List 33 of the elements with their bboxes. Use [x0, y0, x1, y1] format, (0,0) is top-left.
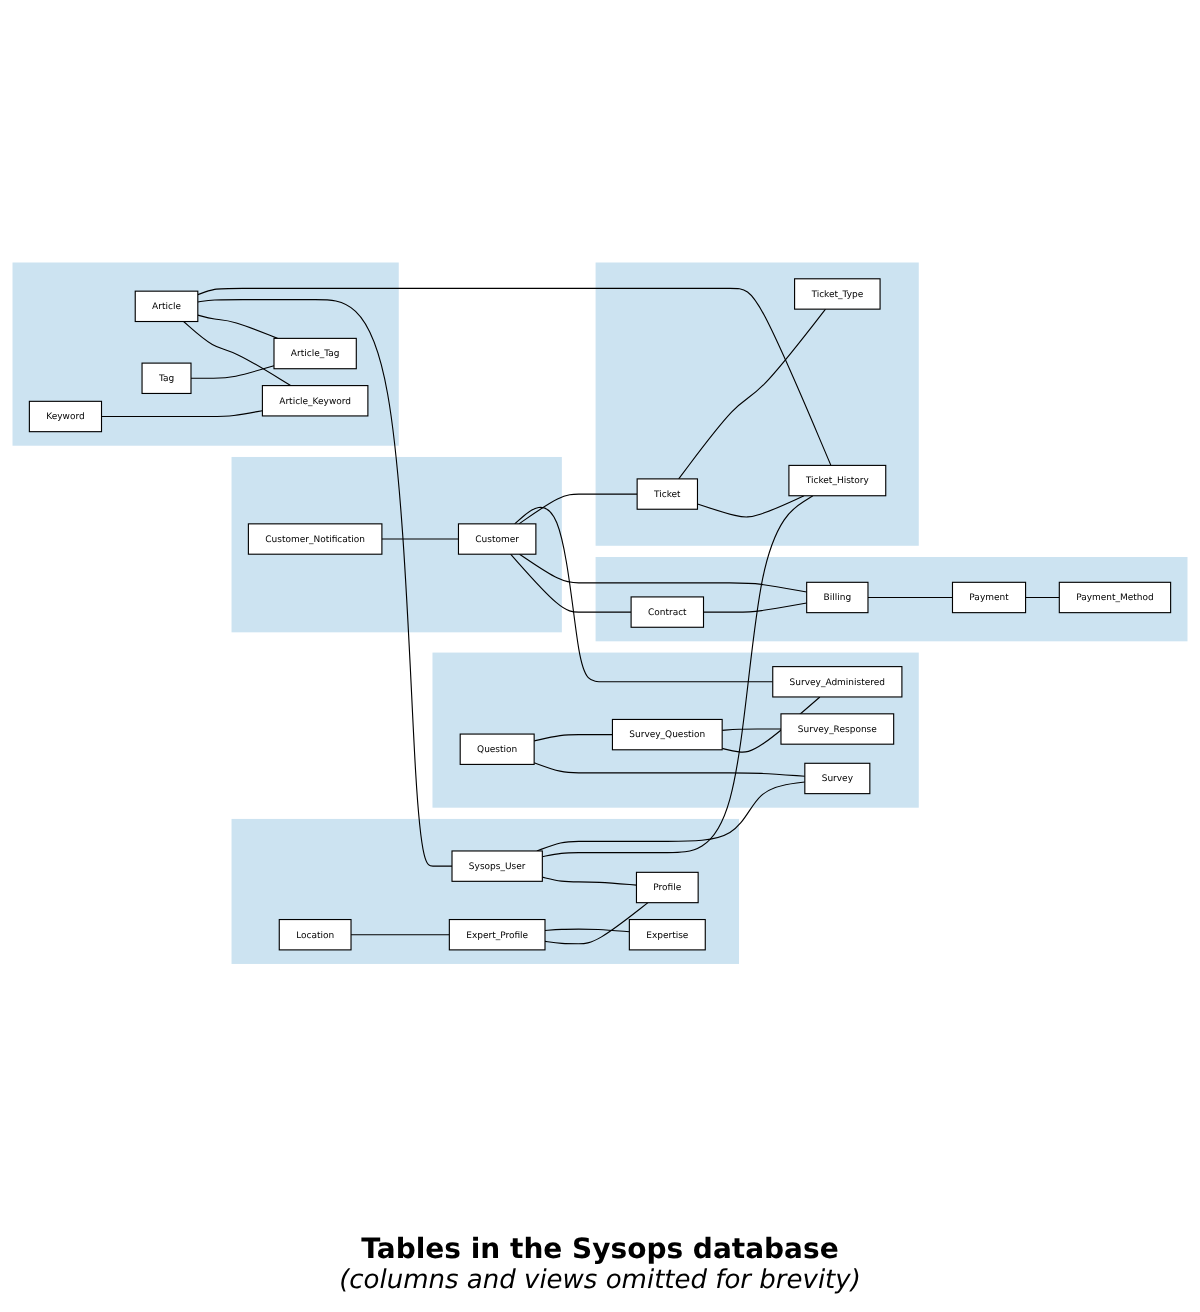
connector [544, 901, 649, 945]
connector [1025, 596, 1060, 598]
diagram-title: Tables in the Sysops database [361, 1234, 839, 1266]
connector [381, 538, 460, 540]
connector [867, 596, 954, 598]
connector [197, 314, 279, 339]
cluster [231, 456, 562, 633]
connector [197, 298, 453, 867]
connector [696, 494, 805, 518]
cluster [12, 262, 399, 446]
connector [197, 287, 832, 466]
connector [721, 728, 782, 731]
cluster [595, 262, 919, 546]
connector [190, 364, 275, 379]
cluster [595, 556, 1188, 642]
cluster [432, 652, 919, 808]
diagram-caption: (columns and views omitted for brevity) [339, 1266, 861, 1296]
connector [519, 553, 808, 593]
connector [533, 733, 613, 742]
connector [702, 602, 808, 613]
connector [510, 553, 632, 613]
connector [514, 506, 774, 683]
connector [678, 308, 827, 480]
cluster [231, 818, 740, 964]
connector [544, 928, 630, 933]
connector [536, 781, 806, 852]
connector [541, 494, 814, 858]
connector [350, 933, 450, 936]
connector [518, 493, 638, 525]
connector [541, 876, 637, 886]
connector [533, 761, 806, 777]
connector [183, 320, 292, 386]
connector [100, 409, 263, 417]
